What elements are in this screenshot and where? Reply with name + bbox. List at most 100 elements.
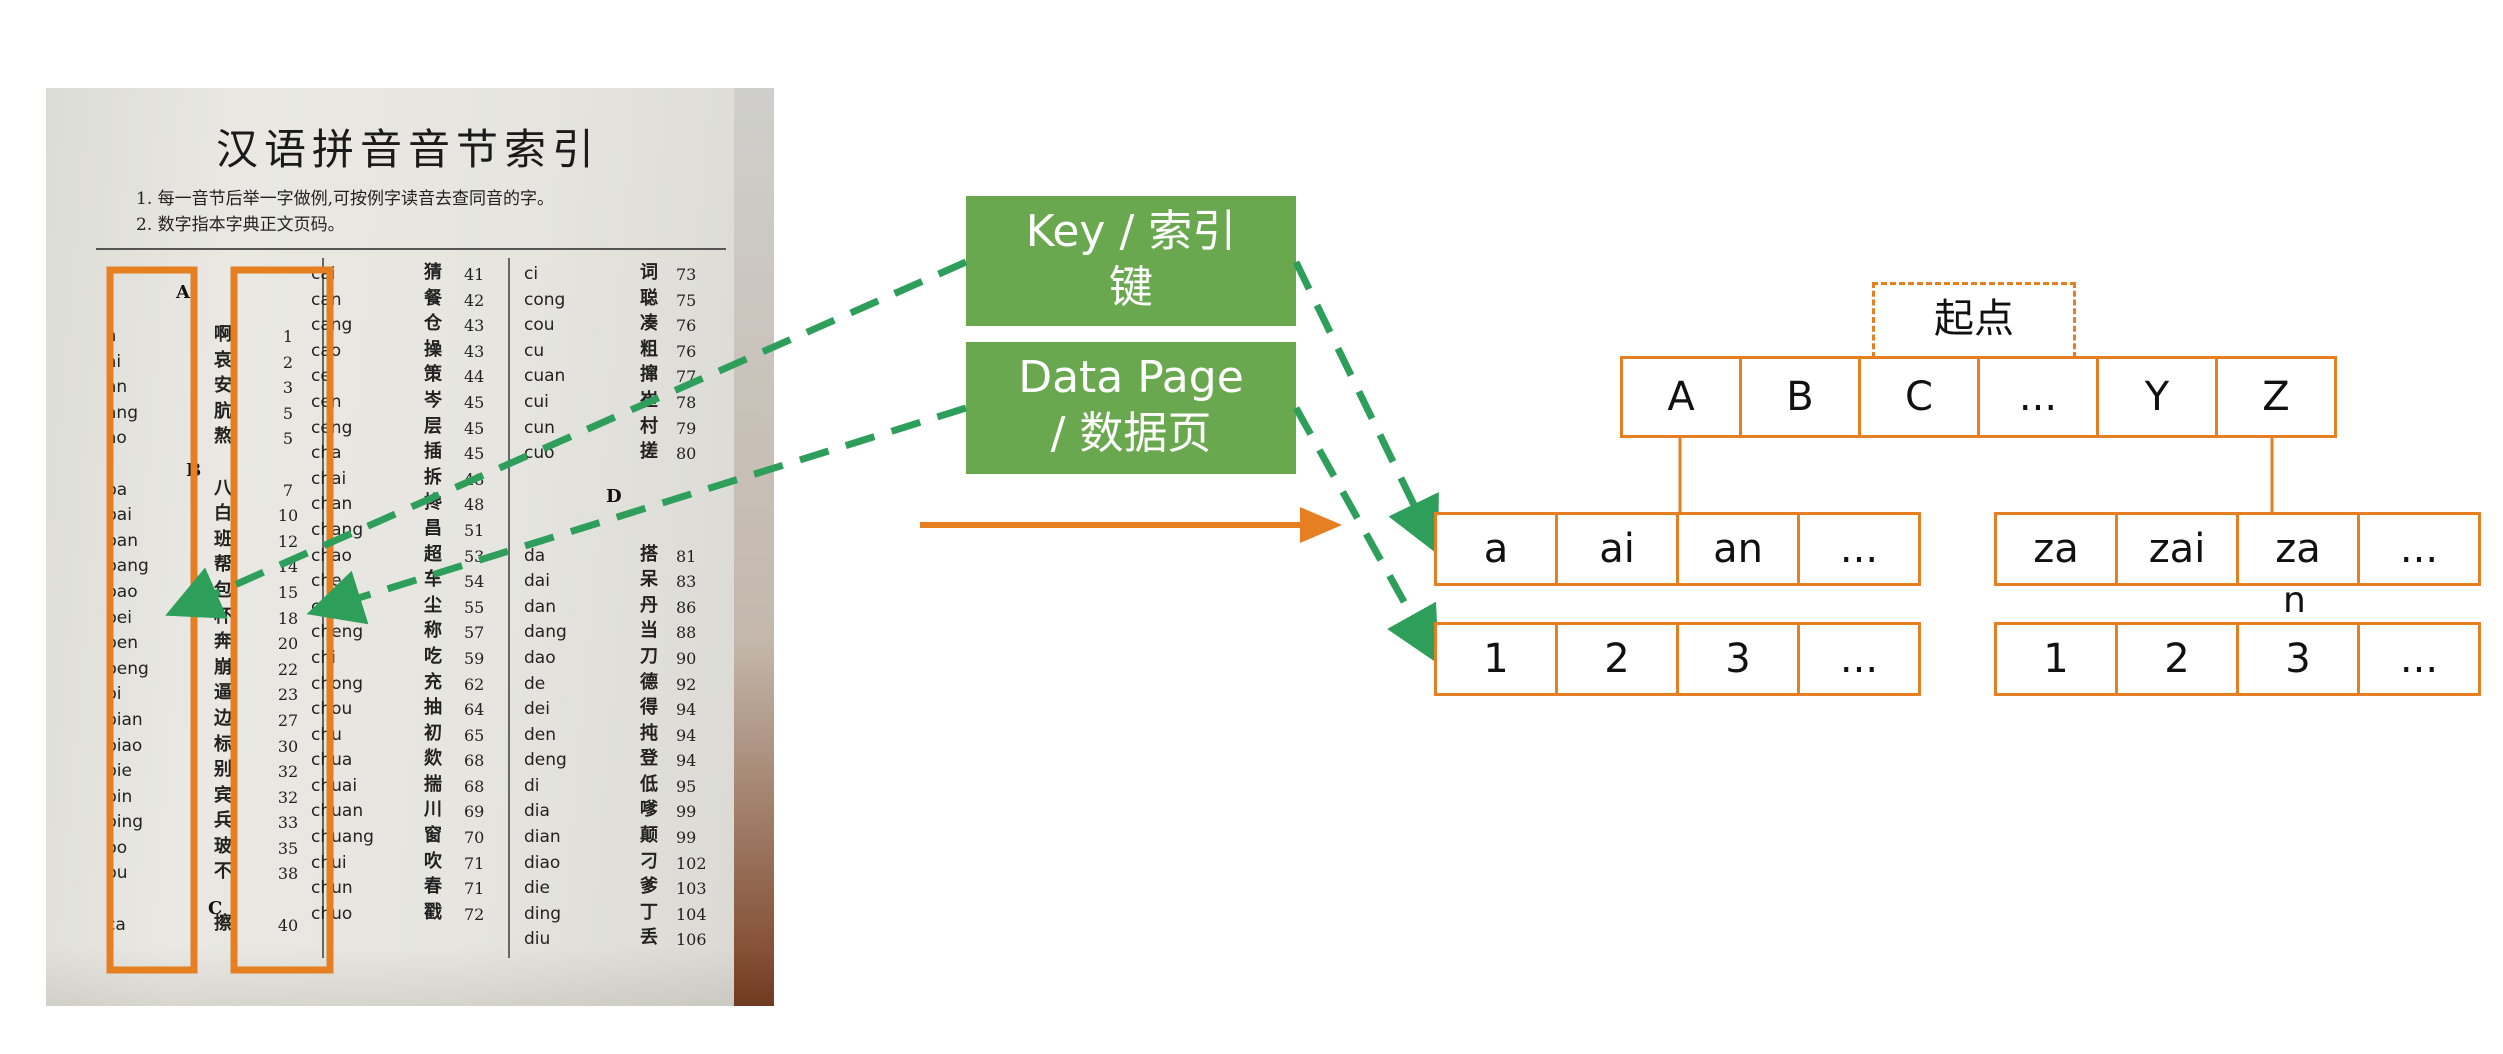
pinyin-entry: da [524, 545, 546, 566]
page-number: 32 [277, 762, 299, 782]
example-char: 低 [640, 773, 658, 795]
example-char: 仓 [424, 313, 442, 335]
page-number: 92 [676, 674, 697, 694]
data-page-label-line1: Data Page [1018, 352, 1244, 403]
example-char: 尘 [424, 594, 442, 616]
section-letter-c: C [208, 898, 223, 919]
page-number: 78 [676, 392, 697, 412]
page-number: 99 [676, 802, 697, 822]
pinyin-entry: beng [106, 658, 149, 679]
page-number: 94 [676, 751, 697, 771]
page-number: 12 [277, 531, 299, 551]
page-number: 75 [676, 290, 697, 310]
column-divider [508, 258, 510, 958]
tree-key-cell: a [1434, 512, 1558, 586]
example-char: 奔 [214, 631, 232, 653]
example-char: 宾 [214, 784, 232, 806]
example-char: 擦 [214, 912, 232, 934]
page-number: 88 [676, 623, 697, 643]
example-char: 川 [424, 799, 442, 821]
example-char: 操 [424, 338, 442, 360]
example-char: 撺 [640, 364, 658, 386]
example-char: 揣 [424, 773, 442, 795]
pinyin-entry: de [524, 673, 546, 694]
example-char: 得 [640, 697, 658, 719]
dictionary-note-2: 2. 数字指本字典正文页码。 [136, 215, 345, 235]
page-number: 62 [464, 674, 485, 694]
page-number: 7 [282, 480, 294, 500]
page-number: 15 [277, 582, 299, 602]
page-number: 20 [277, 634, 299, 654]
page-number: 5 [282, 429, 294, 449]
page-number: 95 [676, 776, 697, 796]
pinyin-entry: dan [524, 596, 556, 617]
tree-root-label-box: 起点 [1872, 282, 2076, 358]
page-number: 45 [464, 444, 485, 464]
pinyin-entry: dei [524, 699, 550, 720]
pinyin-entry: ban [106, 530, 138, 551]
pinyin-entry: ce [311, 366, 331, 387]
example-char: 丢 [640, 927, 658, 949]
tree-root-cell: B [1739, 356, 1861, 438]
page-number: 106 [676, 930, 707, 950]
tree-page-cell: 3 [1676, 622, 1800, 696]
section-letter-a: A [176, 282, 190, 303]
example-char: 八 [214, 477, 232, 499]
arrow-key-to-pinyin [165, 258, 968, 619]
example-char: 村 [640, 415, 658, 437]
example-char: 层 [424, 415, 442, 437]
pinyin-entry: ang [106, 402, 138, 423]
pinyin-entry: di [524, 775, 540, 796]
pinyin-entry: cui [524, 391, 549, 412]
page-number: 1 [282, 327, 294, 346]
pinyin-entry: chuai [311, 775, 358, 796]
example-char: 戳 [424, 901, 442, 923]
example-char: 啊 [214, 324, 232, 345]
example-char: 崩 [214, 656, 232, 678]
page-number: 102 [676, 853, 707, 873]
tree-key-cell: za [1994, 512, 2118, 586]
pinyin-entry: cha [311, 443, 342, 464]
page-number: 54 [464, 572, 485, 592]
example-char: 凑 [640, 313, 658, 335]
page-number: 103 [676, 879, 707, 899]
col2-char-list: 猜餐仓操策岑层插拆搀昌超车尘称吃充抽初欻揣川窗吹春戳 [424, 260, 442, 925]
example-char: 逼 [214, 682, 232, 704]
page-number: 2 [282, 352, 294, 372]
page-number: 76 [676, 341, 697, 361]
example-char: 策 [424, 364, 442, 386]
orange-arrow-head [1300, 507, 1342, 543]
page-number: 5 [282, 403, 294, 423]
tree-root-label: 起点 [1934, 296, 2014, 342]
example-char: 插 [424, 441, 442, 463]
dictionary-title: 汉语拼音音节索引 [216, 125, 601, 174]
example-char: 搭 [640, 543, 658, 565]
page-number: 99 [676, 828, 697, 848]
page-number: 42 [464, 290, 485, 310]
pinyin-entry: cen [311, 391, 342, 412]
example-char: 吃 [424, 645, 442, 667]
example-char: 粗 [640, 338, 658, 360]
example-char: 肮 [214, 400, 232, 422]
example-char: 超 [424, 543, 442, 565]
tree-root-cell: C [1858, 356, 1980, 438]
tree-wrapped-letter: n [2283, 580, 2306, 621]
pinyin-entry: deng [524, 750, 567, 771]
photo-shadow [46, 946, 774, 1006]
page-number: 27 [277, 710, 299, 730]
page-number: 51 [464, 520, 485, 540]
tree-page-cell: 2 [1555, 622, 1679, 696]
page-number: 72 [464, 904, 485, 924]
page-number: 23 [277, 685, 299, 705]
tree-root-cell: ... [1977, 356, 2099, 438]
page-number: 22 [277, 659, 299, 679]
page-number: 43 [464, 316, 485, 336]
page-number: 68 [464, 776, 485, 796]
example-char: 刀 [640, 645, 658, 667]
tree-key-cell: an [1676, 512, 1800, 586]
example-char: 搓 [640, 441, 658, 463]
pinyin-entry: dang [524, 622, 567, 643]
example-char: 标 [214, 733, 232, 755]
page-number: 68 [464, 751, 485, 771]
pinyin-entry: diao [524, 852, 561, 873]
